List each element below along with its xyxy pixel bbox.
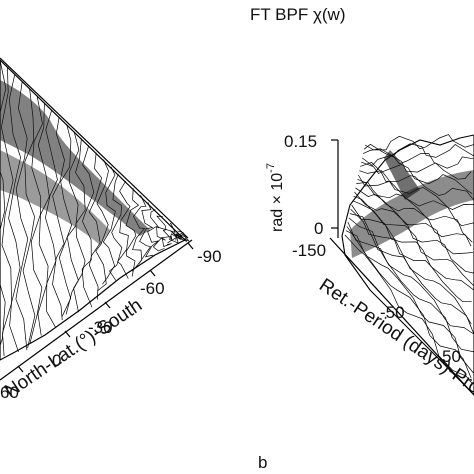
- svg-text:rad × 10-7: rad × 10-7: [265, 163, 286, 232]
- left-contour-line: [161, 222, 176, 247]
- left-x-tick-mark: [187, 242, 194, 250]
- right-dark-ridge-2: [384, 150, 420, 200]
- right-dark-ridge: [350, 170, 474, 258]
- right-contour-line: [352, 200, 474, 291]
- right-contour-line: [344, 234, 473, 384]
- left-tick-label-2: -30: [88, 318, 113, 337]
- left-x-tick-mark: [17, 365, 24, 373]
- right-contour-line: [363, 143, 474, 158]
- left-contour-line: [117, 180, 131, 279]
- panel-label: b: [258, 453, 267, 472]
- left-x-ticks: [17, 242, 194, 373]
- right-tick-label-1: -50: [380, 303, 405, 322]
- left-dark-ridge: [0, 80, 150, 236]
- left-panel: -90 -60 -30 0 60 North-Lat.(°)-South: [0, 57, 222, 402]
- right-z-tick-label-1: 0: [314, 219, 323, 238]
- right-contour-line: [346, 226, 474, 374]
- right-z-axis-label: rad × 10-7: [265, 163, 286, 232]
- right-z-label-text: rad × 10: [269, 173, 286, 232]
- left-tick-label-3: 0: [52, 351, 61, 370]
- left-x-tick-mark: [104, 301, 111, 309]
- right-x-axis: [329, 237, 474, 396]
- left-tick-label-0: -90: [197, 247, 222, 266]
- left-back-edge: [0, 57, 189, 239]
- right-tick-label-2: 50: [442, 347, 461, 366]
- right-tick-label-0: -150: [292, 241, 326, 260]
- left-tick-label-4: 60: [0, 383, 19, 402]
- left-x-tick-mark: [149, 269, 156, 277]
- left-contour-line: [88, 152, 102, 300]
- right-contour-line: [364, 134, 474, 151]
- right-contour-line: [362, 148, 474, 169]
- left-contour-line: [95, 159, 109, 292]
- right-panel: FT BPF χ(w) 0.15 0 rad × 10-7 -150 -50 5…: [250, 5, 474, 472]
- left-x-axis: [0, 239, 193, 381]
- left-contour-line: [152, 215, 167, 252]
- right-z-tick-label-0: 0.15: [284, 132, 317, 151]
- left-x-tick-mark: [64, 330, 71, 338]
- right-z-label-exp: -7: [265, 163, 277, 173]
- left-contour-line: [145, 209, 160, 258]
- left-tick-label-1: -60: [140, 279, 165, 298]
- left-dark-ridge-2: [0, 150, 110, 245]
- panel-title: FT BPF χ(w): [250, 5, 346, 24]
- left-contour-line: [102, 166, 116, 285]
- left-contour-line: [167, 230, 184, 244]
- left-contour-line: [175, 233, 190, 242]
